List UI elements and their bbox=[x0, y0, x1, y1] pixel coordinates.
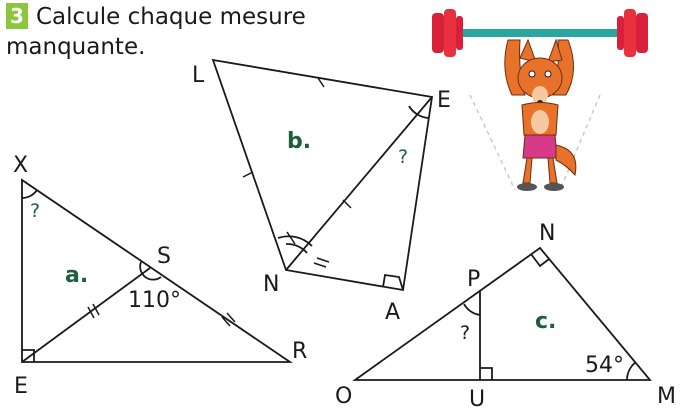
triangle-onm bbox=[352, 246, 652, 381]
figure-b: L E N A b. ? bbox=[192, 58, 451, 325]
figure-a: X S E R a. 110° ? bbox=[13, 153, 307, 399]
tick-ne bbox=[342, 199, 352, 209]
tick-ln bbox=[242, 171, 254, 178]
vertex-x: X bbox=[13, 153, 28, 178]
vertex-l: L bbox=[192, 63, 205, 88]
vertex-a: A bbox=[385, 300, 400, 325]
tick-es-1 bbox=[87, 306, 95, 319]
figure-b-label: b. bbox=[287, 129, 311, 154]
vertex-p: P bbox=[467, 267, 480, 292]
angle-arc-x bbox=[21, 189, 38, 199]
figure-c-label: c. bbox=[535, 309, 556, 334]
weightlifter-fox-illustration bbox=[432, 9, 648, 191]
unknown-angle-e: ? bbox=[398, 146, 408, 168]
angle-arc-m bbox=[626, 361, 637, 381]
exercise-number-badge: 3 bbox=[6, 3, 28, 29]
angle-arc-e bbox=[408, 105, 429, 119]
vertex-m: M bbox=[657, 384, 676, 409]
exercise-header: 3 Calcule chaque mesure manquante. bbox=[6, 2, 306, 62]
vertex-o: O bbox=[335, 384, 352, 409]
right-angle-e bbox=[22, 349, 35, 362]
fox-shorts bbox=[522, 134, 558, 159]
unknown-angle-x: ? bbox=[30, 200, 40, 222]
vertex-u: U bbox=[469, 387, 485, 411]
vertex-e-b: E bbox=[437, 88, 451, 113]
vertex-e: E bbox=[14, 374, 28, 399]
instruction-line-2: manquante. bbox=[6, 34, 146, 60]
angle-arc-n-1 bbox=[277, 235, 313, 247]
vertex-n-c: N bbox=[539, 221, 555, 246]
vertex-r: R bbox=[292, 339, 307, 364]
segment-es bbox=[21, 267, 151, 363]
barbell-left-plate bbox=[432, 13, 444, 53]
figure-c: N P O U M c. 54° ? bbox=[335, 221, 676, 411]
right-angle-n bbox=[530, 253, 550, 268]
barbell-bar bbox=[445, 29, 635, 37]
triangle-xer bbox=[21, 178, 293, 363]
tick-sr-1 bbox=[221, 316, 231, 327]
right-angle-u bbox=[480, 367, 493, 380]
angle-arc-p bbox=[463, 303, 481, 316]
vertex-n: N bbox=[263, 272, 279, 297]
vertex-s: S bbox=[157, 244, 171, 269]
diagonal-ne bbox=[285, 96, 433, 271]
angle-arc-s bbox=[139, 261, 162, 281]
instruction-line-1: Calcule chaque mesure bbox=[36, 4, 306, 30]
angle-value-s: 110° bbox=[128, 288, 181, 313]
barbell-right-plate bbox=[624, 9, 636, 57]
angle-arc-n-2 bbox=[285, 243, 308, 254]
figure-a-label: a. bbox=[65, 263, 88, 288]
tick-le bbox=[317, 77, 325, 88]
unknown-angle-p: ? bbox=[460, 322, 470, 344]
angle-value-m: 54° bbox=[585, 353, 624, 378]
right-angle-a bbox=[382, 273, 404, 291]
